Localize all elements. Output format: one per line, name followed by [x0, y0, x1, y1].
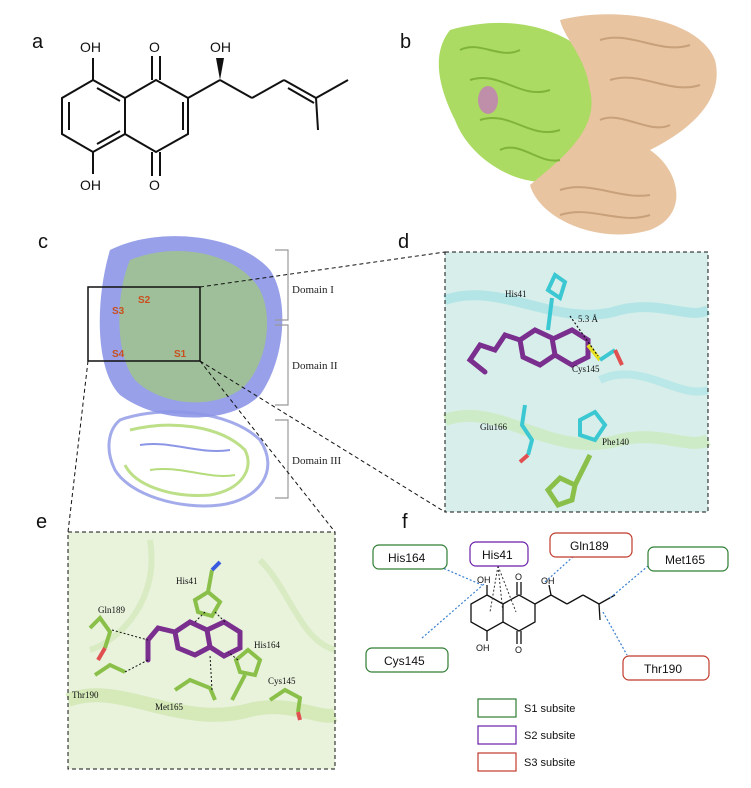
residue-label-his164-e: His164	[254, 640, 281, 650]
atom-o-f-bottom: O	[515, 645, 522, 655]
domain-brackets	[275, 249, 289, 499]
panel-label-c: c	[38, 231, 48, 253]
active-site-box	[87, 286, 201, 362]
stereo-wedge	[216, 58, 224, 80]
atom-oh-side: OH	[210, 39, 231, 55]
residue-label-met165-e: Met165	[155, 702, 183, 712]
shikonin-structure	[61, 56, 349, 176]
residue-label-cys145-d: Cys145	[572, 364, 600, 374]
svg-text:S2 subsite: S2 subsite	[524, 730, 575, 742]
svg-text:S1 subsite: S1 subsite	[524, 703, 575, 715]
interaction-lines-blue	[421, 554, 649, 656]
residue-box-his164: His164	[372, 544, 448, 570]
residue-box-thr190: Thr190	[622, 655, 710, 681]
atom-o-f-top: O	[515, 572, 522, 582]
atom-oh-bottom: OH	[80, 177, 101, 193]
svg-text:His164: His164	[388, 551, 426, 565]
atom-o-top: O	[149, 39, 160, 55]
domain-label-3: Domain III	[292, 455, 342, 467]
legend-s1: S1 subsite	[477, 698, 575, 718]
panel-label-e: e	[36, 511, 47, 533]
panel-e-scene	[65, 539, 338, 723]
residue-box-cys145: Cys145	[365, 647, 449, 673]
panel-label-b: b	[400, 31, 411, 53]
panel-e-frame	[67, 531, 336, 770]
legend-s2: S2 subsite	[477, 725, 575, 745]
svg-text:Cys145: Cys145	[384, 654, 425, 668]
interaction-molecule	[470, 582, 616, 644]
svg-text:Met165: Met165	[665, 553, 705, 567]
site-label-s4: S4	[112, 349, 125, 360]
residue-box-his41: His41	[469, 541, 529, 567]
legend-s3: S3 subsite	[477, 752, 575, 772]
residue-label-gln189-e: Gln189	[98, 605, 126, 615]
svg-text:Gln189: Gln189	[570, 539, 609, 553]
site-label-s1: S1	[174, 349, 187, 360]
site-label-s3: S3	[112, 306, 125, 317]
residue-label-cys145-e: Cys145	[268, 676, 296, 686]
svg-text:His41: His41	[482, 548, 513, 562]
residue-label-glu166-d: Glu166	[480, 422, 508, 432]
atom-oh-f-top: OH	[477, 575, 491, 585]
atom-o-bottom: O	[149, 177, 160, 193]
residue-label-his41-e: His41	[176, 576, 198, 586]
residue-box-met165: Met165	[647, 546, 729, 572]
residue-box-gln189: Gln189	[549, 532, 633, 558]
protease-dimer-ribbon	[438, 14, 717, 235]
panel-label-a: a	[32, 31, 44, 53]
domain-label-1: Domain I	[292, 284, 334, 296]
domain-label-2: Domain II	[292, 360, 338, 372]
svg-text:S3 subsite: S3 subsite	[524, 757, 575, 769]
atom-oh-top: OH	[80, 39, 101, 55]
svg-text:Thr190: Thr190	[644, 662, 682, 676]
site-label-s2: S2	[138, 295, 151, 306]
panel-label-d: d	[398, 231, 409, 253]
residue-label-his41-d: His41	[505, 289, 527, 299]
panel-label-f: f	[402, 511, 408, 533]
monomer-overlay-ribbon	[99, 236, 283, 508]
interaction-lines-black	[489, 565, 517, 614]
zoom-connectors	[67, 251, 446, 533]
panel-d-scene	[442, 271, 711, 509]
residue-label-thr190-e: Thr190	[72, 690, 99, 700]
panel-d-frame	[444, 251, 709, 513]
atom-oh-f-side: OH	[541, 576, 555, 586]
atom-oh-f-bottom: OH	[476, 643, 490, 653]
distance-label: 5.3 Å	[578, 314, 599, 324]
residue-label-phe140-d: Phe140	[602, 437, 630, 447]
